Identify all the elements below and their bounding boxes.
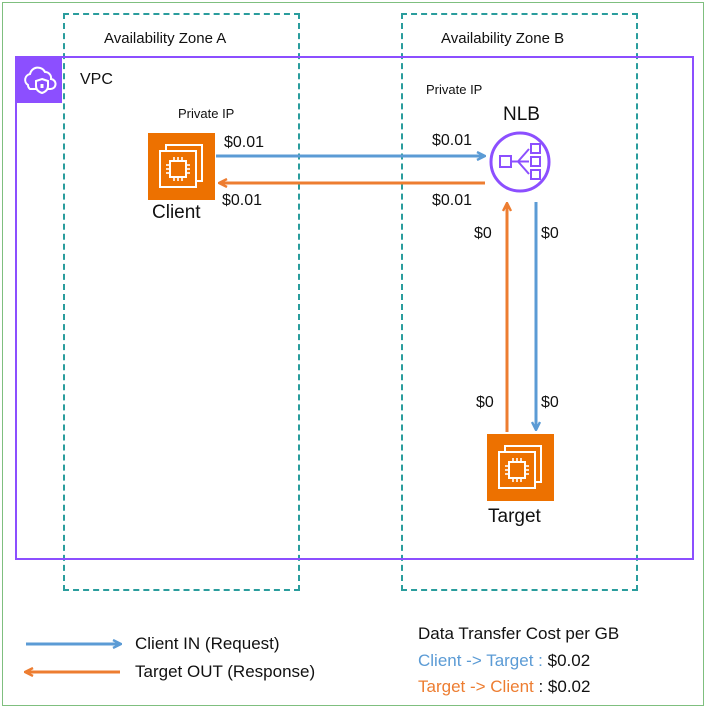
client-to-target-label: Client -> Target : (418, 651, 543, 670)
vpc-boundary (15, 56, 694, 560)
cost-summary-title: Data Transfer Cost per GB (418, 624, 620, 643)
availability-zone-b-label: Availability Zone B (441, 30, 565, 47)
cost-nlb-down-right: $0 (541, 225, 559, 242)
client-to-target-value: $0.02 (542, 651, 591, 670)
cost-nlb-request: $0.01 (432, 132, 473, 149)
client-ec2-instance-icon (148, 133, 215, 200)
legend-request-label: Client IN (Request) (135, 634, 280, 653)
target-to-client-separator: : (533, 677, 544, 696)
cost-client-request: $0.01 (224, 134, 265, 151)
legend-response-label: Target OUT (Response) (135, 662, 316, 681)
cost-summary-client-to-target: Client -> Target : $0.02 (418, 651, 590, 671)
cost-target-up-left: $0 (476, 394, 494, 411)
cost-client-response: $0.01 (222, 192, 263, 209)
target-to-client-label: Target -> Client (418, 677, 534, 696)
availability-zone-a-boundary (63, 13, 300, 591)
cost-summary-target-to-client: Target -> Client : $0.02 (418, 677, 590, 697)
target-label: Target (488, 506, 541, 527)
cost-target-down-right: $0 (541, 394, 559, 411)
network-load-balancer-icon (488, 130, 552, 194)
availability-zone-a-label: Availability Zone A (104, 30, 227, 47)
target-to-client-value: $0.02 (543, 677, 591, 696)
client-private-ip-label: Private IP (178, 106, 235, 121)
cost-nlb-response: $0.01 (432, 192, 473, 209)
cost-nlb-up-left: $0 (474, 225, 492, 242)
nlb-private-ip-label: Private IP (426, 82, 483, 97)
target-ec2-instance-icon (487, 434, 554, 501)
availability-zone-b-boundary (401, 13, 638, 591)
nlb-label: NLB (503, 104, 540, 125)
vpc-cloud-shield-icon (16, 57, 62, 103)
client-label: Client (152, 202, 201, 223)
vpc-label: VPC (80, 71, 113, 88)
